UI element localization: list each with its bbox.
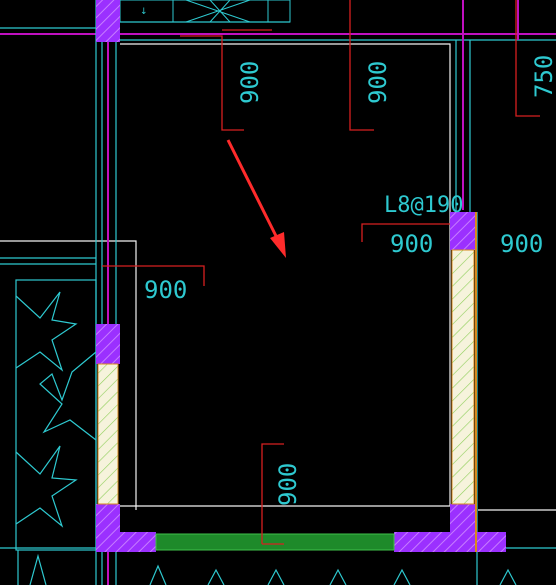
lintel-label: L8@190 xyxy=(384,193,463,218)
wall-infill-right xyxy=(451,249,475,505)
dimension-brackets xyxy=(102,0,540,545)
column-left-bottom xyxy=(96,504,120,552)
wall-lines-top xyxy=(0,21,556,41)
green-lintel xyxy=(155,533,395,551)
dim-top-right: 750 xyxy=(530,55,556,98)
dim-top-left: 900 xyxy=(236,61,264,104)
dim-bottom: 900 xyxy=(274,463,302,506)
column-top-left xyxy=(96,0,120,42)
columns xyxy=(96,0,506,552)
dim-right-door-right: 900 xyxy=(500,230,543,258)
room-outline xyxy=(0,43,556,511)
column-bottom-left-ext xyxy=(120,532,156,552)
star-pattern-icon xyxy=(15,279,97,551)
svg-text:↓: ↓ xyxy=(140,7,148,17)
dim-mid-left: 900 xyxy=(144,276,187,304)
top-strip: ↓ xyxy=(119,0,291,23)
column-bottom-right-ext xyxy=(394,532,506,552)
red-arrow-icon xyxy=(226,139,286,258)
dim-top-mid: 900 xyxy=(364,61,392,104)
column-right-top xyxy=(450,212,476,250)
wall-infill-left xyxy=(97,363,119,505)
bottom-pattern xyxy=(17,550,517,585)
dim-right-door-left: 900 xyxy=(390,230,433,258)
column-left-mid xyxy=(96,324,120,364)
